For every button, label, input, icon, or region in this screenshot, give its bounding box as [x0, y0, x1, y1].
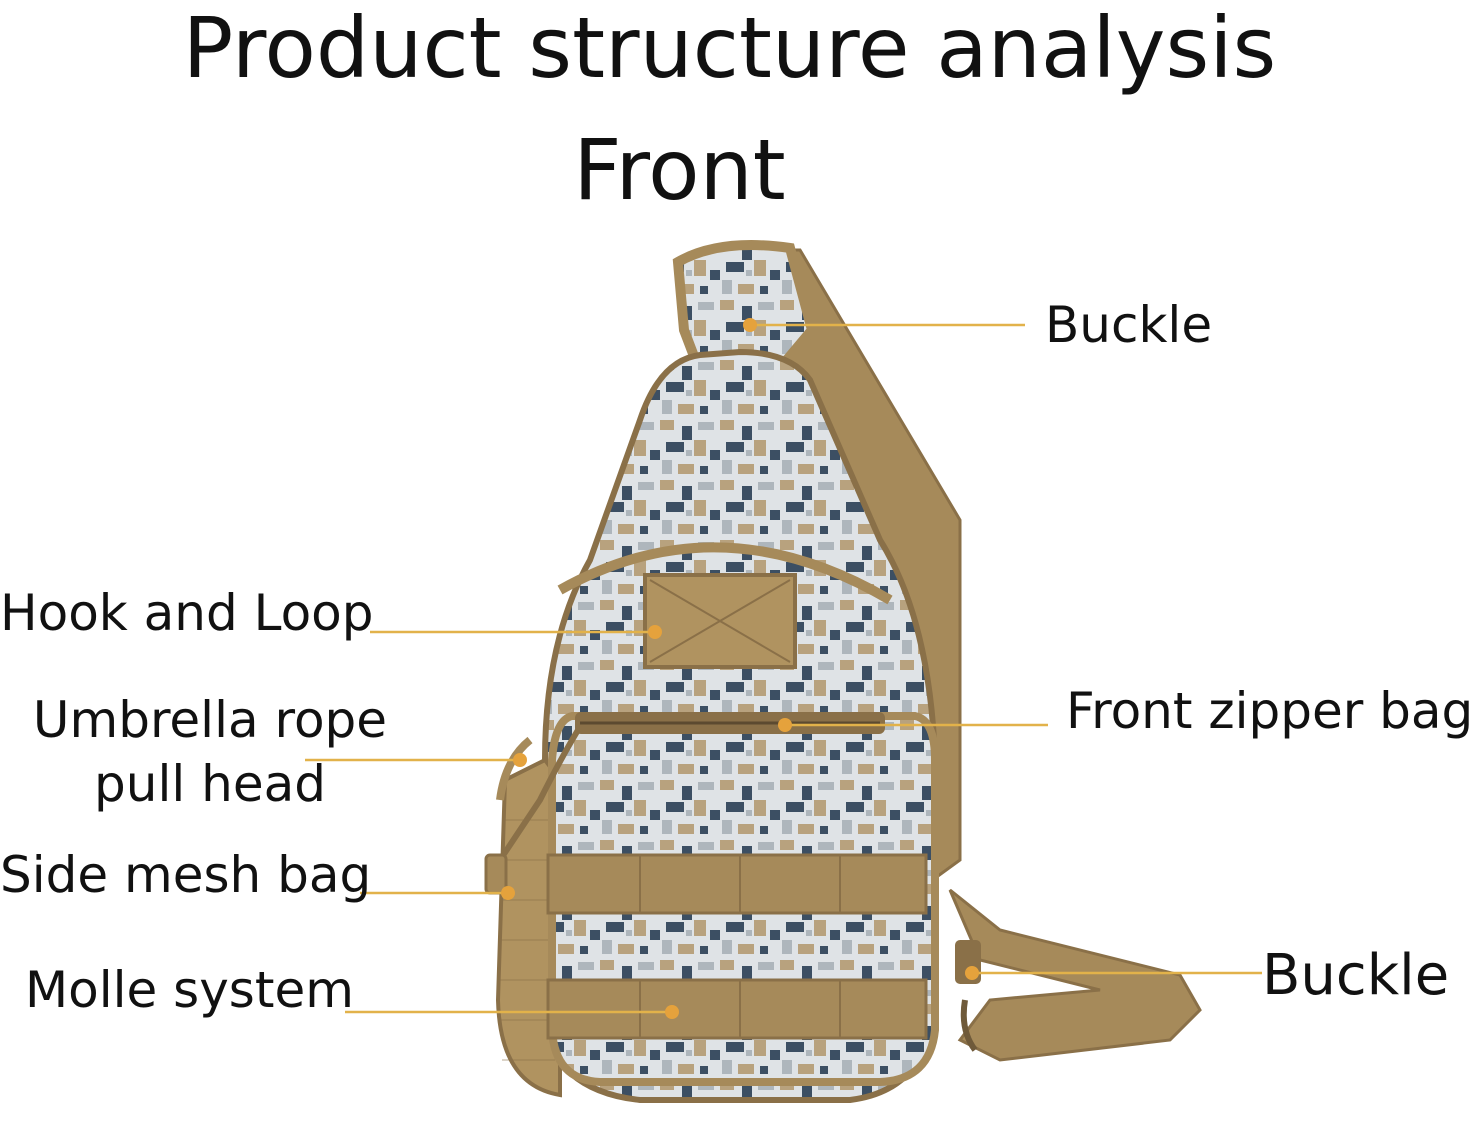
pull-rope [497, 728, 581, 862]
dot-buckle-bottom [965, 966, 979, 980]
label-front-zipper: Front zipper bag [1066, 682, 1471, 740]
label-hook-loop: Hook and Loop [0, 584, 374, 642]
dot-side-mesh [501, 886, 515, 900]
dot-buckle-top [743, 318, 757, 332]
molle-strap-2 [546, 978, 928, 1040]
label-umbrella-line2: pull head [94, 755, 326, 813]
page-title: Product structure analysis [182, 0, 1277, 97]
dot-front-zipper [778, 718, 792, 732]
label-molle: Molle system [25, 961, 354, 1019]
main-zipper-trim [557, 542, 893, 605]
dot-molle [665, 1005, 679, 1019]
label-umbrella-rope: Umbrella rope pull head [30, 695, 390, 809]
molle-strap-1 [546, 853, 928, 915]
label-buckle-top: Buckle [1045, 296, 1213, 354]
label-buckle-bottom: Buckle [1262, 943, 1450, 1008]
dot-umbrella [513, 753, 527, 767]
dot-hook-loop [648, 625, 662, 639]
lower-strap [948, 888, 1202, 1062]
pull-head [484, 853, 508, 895]
leader-dots [501, 318, 979, 1019]
leader-lines [305, 323, 1262, 1014]
label-side-mesh: Side mesh bag [0, 846, 372, 904]
label-umbrella-line1: Umbrella rope [32, 691, 388, 749]
page-subtitle: Front [573, 121, 786, 219]
